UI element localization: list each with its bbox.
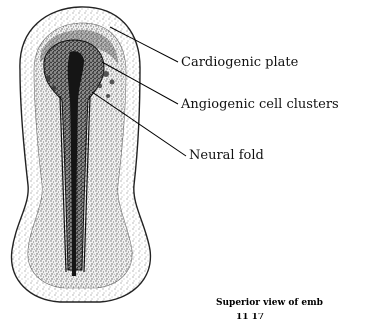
figure-caption-second-line-wrapper: 11 17 bbox=[236, 313, 276, 323]
label-cardiogenic-plate: Cardiogenic plate bbox=[181, 56, 298, 69]
figure-caption-second-line: 11 17 bbox=[236, 313, 276, 322]
label-neural-fold: Neural fold bbox=[189, 149, 264, 162]
figure-caption: Superior view of emb bbox=[216, 299, 323, 308]
label-angiogenic-cell-clusters: Angiogenic cell clusters bbox=[181, 98, 339, 111]
